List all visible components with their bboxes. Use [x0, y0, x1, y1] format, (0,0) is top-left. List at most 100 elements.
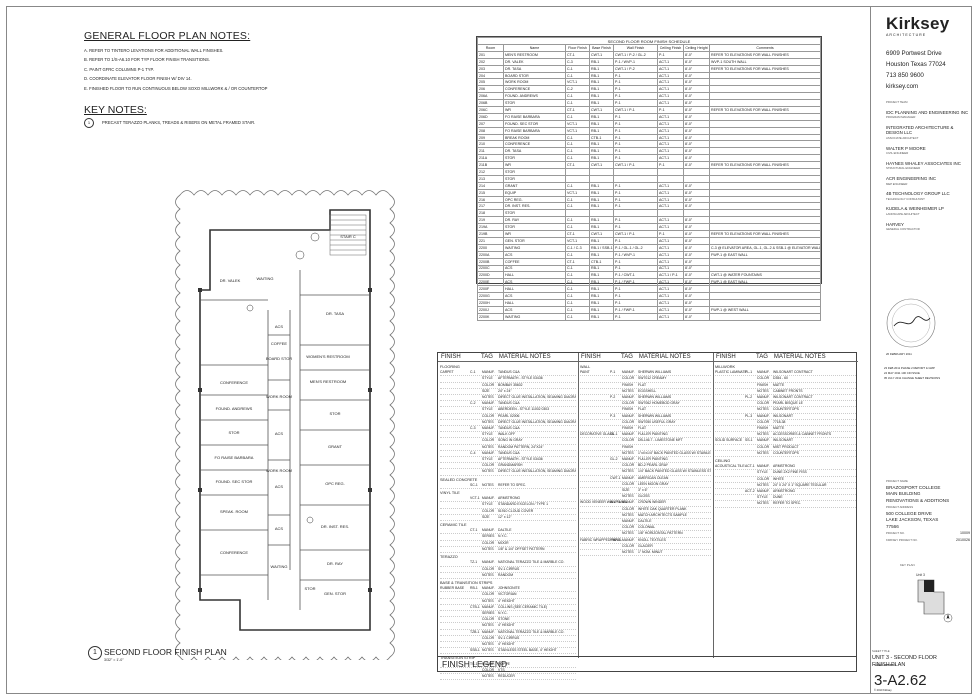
legend-finish: [715, 495, 745, 500]
schedule-cell: 8'-0": [683, 85, 710, 94]
schedule-cell: 208: [477, 126, 504, 135]
schedule-cell: RB-1: [589, 99, 614, 108]
legend-tag: C-2: [470, 401, 476, 406]
general-note: D. COORDINATE ELEVATOR FLOOR FINISH W/ D…: [84, 76, 192, 82]
schedule-cell: RB-1: [589, 71, 614, 80]
legend-field-value: SW7050 USEFUL GRAY: [638, 419, 676, 424]
schedule-cell: 8'-0": [683, 312, 710, 321]
legend-field-label: COLOR: [482, 635, 495, 640]
schedule-cell: ACT-1: [657, 236, 684, 245]
legend-finish: DECORATIVE GLASS: [580, 432, 615, 437]
legend-field-label: MANUF.: [622, 370, 635, 375]
schedule-cell: 2200E: [477, 278, 504, 287]
team-member-name: IDC PLANNING AND ENGINEERING INC: [886, 109, 969, 115]
schedule-cell: C-1: [565, 71, 590, 80]
legend-field-value: SV-1 CIRRUS: [498, 635, 520, 640]
legend-field-label: FINISH: [757, 382, 769, 387]
legend-tag: [470, 420, 482, 425]
team-member-name: HARVEY: [886, 221, 904, 227]
schedule-cell: RB-1: [589, 188, 614, 197]
schedule-cell: 8'-0": [683, 161, 710, 170]
schedule-cell: P-1: [613, 181, 658, 190]
schedule-cell: RB-1: [589, 119, 614, 128]
schedule-cell: 219: [477, 216, 504, 225]
legend-field-label: MANUF.: [622, 457, 635, 462]
schedule-cell: C-1: [565, 112, 590, 121]
address-line: 6909 Portwest Drive: [886, 50, 942, 57]
legend-finish: [580, 463, 610, 468]
schedule-cell: CT-1: [565, 257, 590, 266]
team-member-name: WALTER P MOORE: [886, 145, 926, 151]
schedule-cell: CWT-1: [589, 161, 614, 170]
legend-finish: [440, 592, 470, 597]
legend-finish: [440, 502, 470, 507]
legend-section-name: SEALED CONCRETE: [440, 477, 478, 482]
schedule-cell: DR. INST. RES.: [503, 202, 566, 211]
legend-tag: [470, 509, 482, 514]
schedule-cell: ACT-1: [657, 292, 684, 300]
legend-tag: [610, 389, 622, 394]
schedule-cell: DR. TASA: [503, 147, 566, 156]
legend-field-value: 12" x 12": [498, 514, 512, 519]
project-name: MAIN BUILDING: [886, 491, 921, 496]
legend-field-value: COUNTERTOPS: [773, 407, 799, 412]
legend-field-label: NOTES: [757, 388, 769, 393]
legend-field-value: 3" x 6": [638, 488, 648, 493]
general-note: A. REFER TO TINTERO LEVATIONS FOR ADDITI…: [84, 48, 224, 53]
legend-finish: [440, 496, 470, 501]
legend-field-label: FINISH: [622, 444, 634, 449]
legend-field-label: NOTES: [482, 648, 494, 653]
schedule-cell: CTB-1: [589, 257, 614, 266]
schedule-cell: 218: [477, 209, 504, 218]
schedule-cell: RB-1: [589, 264, 614, 273]
schedule-cell: STOR: [503, 168, 566, 176]
legend-field-value: SW7012 CREAMY: [638, 376, 667, 381]
schedule-cell: CT-1: [565, 106, 590, 114]
legend-tag: [470, 502, 482, 507]
schedule-cell: RB-1: [589, 64, 614, 73]
schedule-cell: C-1: [565, 147, 590, 156]
schedule-cell: [709, 174, 821, 183]
legend-tag: C-4: [470, 450, 476, 455]
schedule-cell: C-1: [565, 154, 590, 163]
room-label: STOR: [228, 430, 239, 435]
room-label: FOUND. SEC STOR: [216, 479, 253, 484]
schedule-cell: C-1: [565, 181, 590, 190]
schedule-cell: REFER TO ELEVATIONS FOR WALL FINISHES: [709, 161, 821, 170]
project-team: PROJECT TEAM IDC PLANNING AND ENGINEERIN…: [886, 100, 970, 233]
legend-header-cell: MATERIAL NOTES: [498, 354, 551, 360]
legend-field-value: 4" HEIGHT: [498, 623, 515, 628]
schedule-cell: 2200C: [477, 264, 504, 273]
legend-field-label: NOTES: [482, 546, 494, 551]
legend-finish: WOOD VENEER WALL PANEL: [580, 500, 628, 505]
schedule-cell: P-1: [657, 230, 684, 238]
schedule-cell: CWT-1: [589, 50, 614, 59]
legend-finish: [715, 451, 745, 456]
legend-field-value: COLLINS (SEE CERAMIC TILE): [498, 604, 548, 609]
schedule-cell: ACT-1: [657, 188, 684, 197]
project-address: 500 COLLEGE DRIVE: [886, 510, 932, 516]
legend-field-label: NOTES: [482, 673, 494, 678]
schedule-cell: 205: [477, 78, 504, 87]
legend-field-value: TANDUS C&A: [498, 426, 520, 431]
schedule-cell: 8'-0": [683, 50, 710, 59]
schedule-cell: CONFERENCE: [503, 140, 566, 149]
legend-section-name: TRANSITION STRIP: [440, 656, 476, 661]
legend-tag: [470, 674, 482, 679]
key-note-tag: 1: [84, 118, 94, 128]
legend-section-name: FLOORING: [440, 365, 460, 369]
